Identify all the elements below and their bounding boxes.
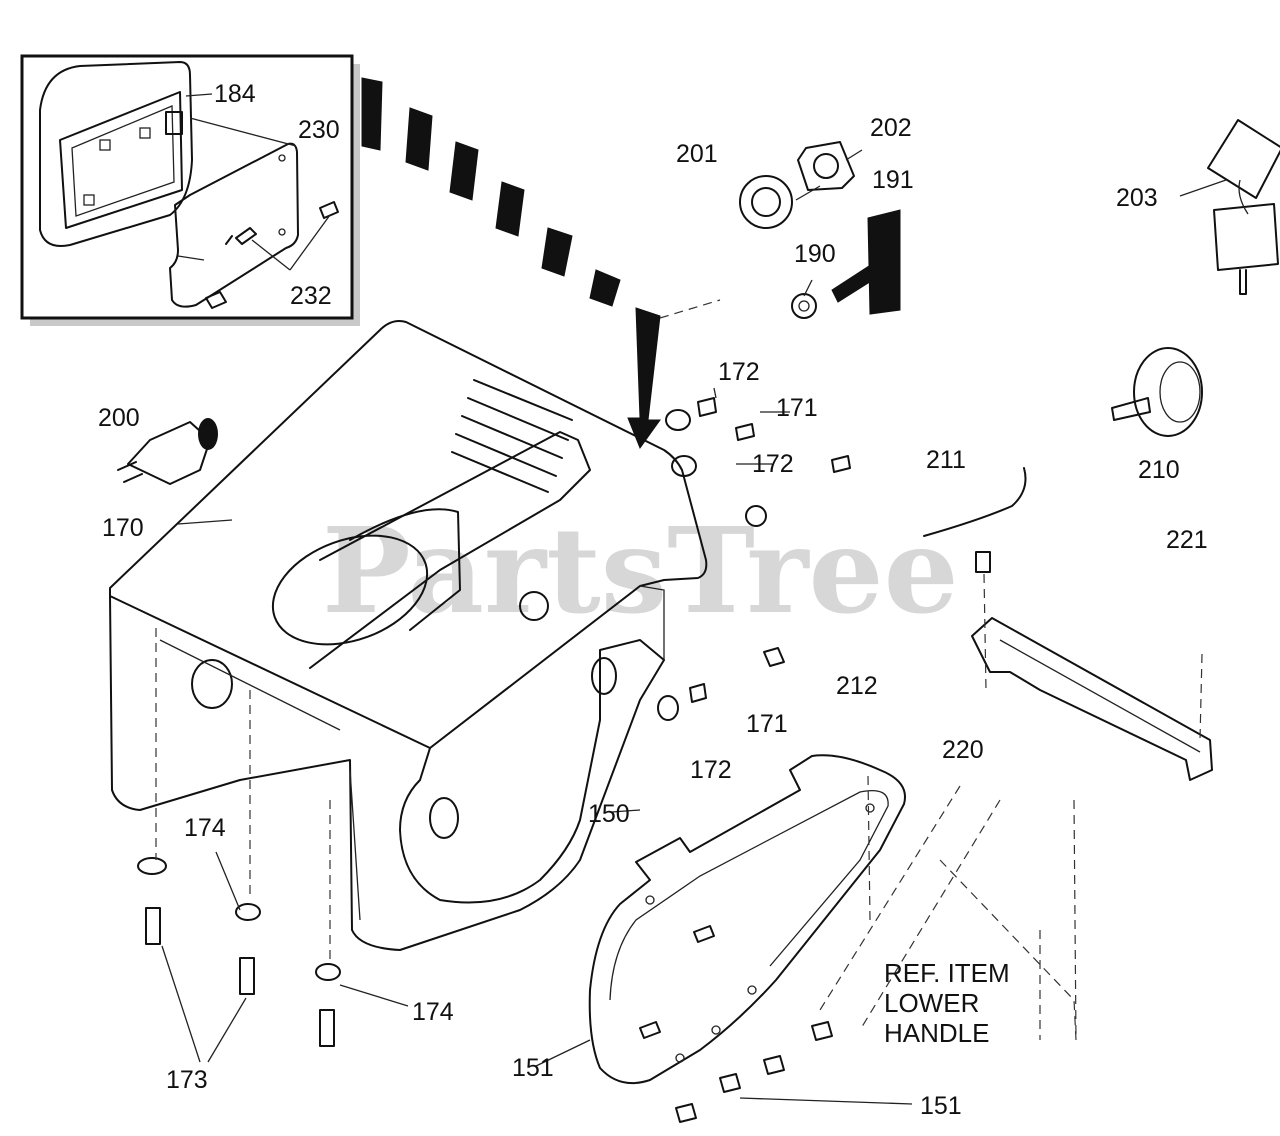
label-230: 230 (298, 116, 340, 144)
label-212: 212 (836, 672, 878, 700)
label-200: 200 (98, 404, 140, 432)
ref-note-line-3: HANDLE (884, 1018, 989, 1048)
label-201: 201 (676, 140, 718, 168)
label-172-b: 172 (752, 450, 794, 478)
hardware (117, 119, 1280, 1123)
leader-lines (155, 149, 1227, 1105)
label-190: 190 (794, 240, 836, 268)
label-171-b: 171 (746, 710, 788, 738)
bracket-221 (971, 551, 1213, 781)
label-173: 173 (166, 1066, 208, 1094)
label-202: 202 (870, 114, 912, 142)
label-151-a: 151 (512, 1054, 554, 1082)
label-211: 211 (926, 446, 966, 474)
label-171-a: 171 (776, 394, 818, 422)
belt-guard-151 (588, 754, 906, 1084)
watermark: PartsTree (322, 501, 959, 640)
housing-170 (109, 320, 708, 951)
reference-note: REF. ITEM LOWER HANDLE (884, 958, 1010, 1048)
ref-note-line-2: LOWER (884, 988, 979, 1018)
callout-arrow (361, 77, 661, 450)
label-174-a: 174 (184, 814, 226, 842)
label-203: 203 (1116, 184, 1158, 212)
label-184: 184 (214, 80, 256, 108)
label-150: 150 (588, 800, 630, 828)
label-170: 170 (102, 514, 144, 542)
vent-slots (451, 379, 573, 493)
label-210: 210 (1138, 456, 1180, 484)
part-labels: 184 230 232 201 202 191 190 203 172 171 … (98, 80, 1208, 1120)
label-191: 191 (872, 166, 914, 194)
label-172-a: 172 (718, 358, 760, 386)
label-221: 221 (1166, 526, 1208, 554)
label-172-c: 172 (690, 756, 732, 784)
label-151-b: 151 (920, 1092, 962, 1120)
label-174-b: 174 (412, 998, 454, 1026)
label-232: 232 (290, 282, 332, 310)
inset-detail (20, 54, 360, 326)
ref-note-line-1: REF. ITEM (884, 958, 1010, 988)
label-220: 220 (942, 736, 984, 764)
